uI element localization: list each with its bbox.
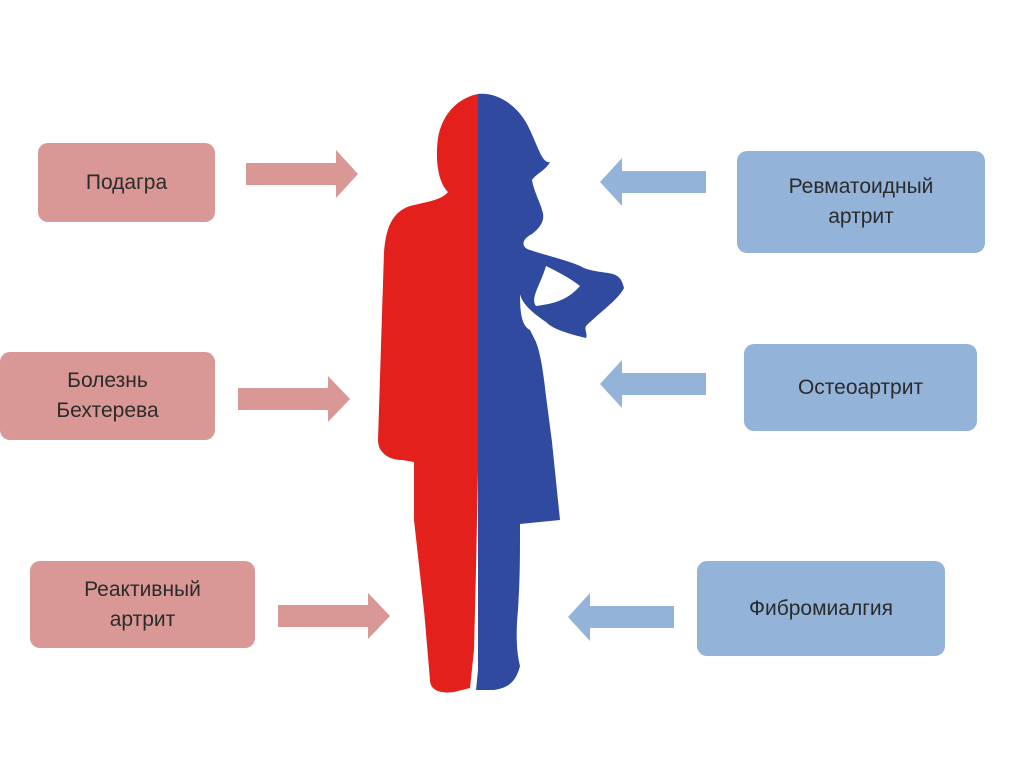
female-silhouette-half (476, 93, 624, 690)
arrow-left-fibromyalgia (568, 593, 674, 641)
disease-box-osteoarthritis: Остеоартрит (744, 344, 977, 431)
disease-box-rheumatoid-arthritis: Ревматоидный артрит (737, 151, 985, 253)
disease-box-gout: Подагра (38, 143, 215, 222)
arrow-right-reactive-arthritis (278, 593, 390, 639)
disease-box-reactive-arthritis: Реактивный артрит (30, 561, 255, 648)
disease-label-reactive-arthritis: Реактивный артрит (84, 577, 201, 631)
male-silhouette-half (378, 94, 478, 693)
disease-label-osteoarthritis: Остеоартрит (797, 375, 924, 399)
disease-box-bechterew: Болезнь Бехтерева (0, 352, 215, 440)
disease-label-bechterew: Болезнь Бехтерева (56, 369, 159, 422)
arrow-right-gout (246, 150, 358, 198)
arrow-right-bechterew (238, 376, 350, 422)
disease-box-fibromyalgia: Фибромиалгия (697, 561, 945, 656)
female-arm-gap (534, 266, 580, 306)
disease-label-fibromyalgia: Фибромиалгия (749, 596, 893, 620)
arrow-left-osteoarthritis (600, 360, 706, 408)
arrow-left-rheumatoid-arthritis (600, 158, 706, 206)
gender-silhouette (378, 93, 624, 693)
disease-label-rheumatoid-arthritis: Ревматоидный артрит (788, 175, 934, 228)
disease-label-gout: Подагра (85, 170, 168, 194)
